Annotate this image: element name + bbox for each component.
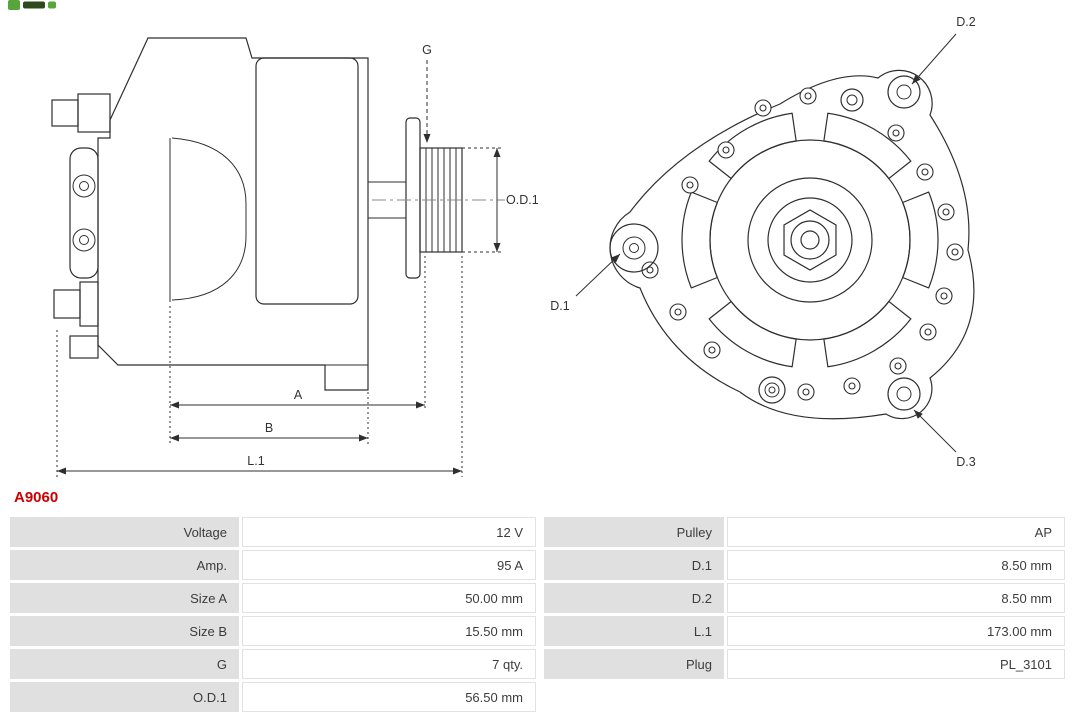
spec-value-cell: 95 A: [242, 550, 536, 580]
spec-value-cell: 173.00 mm: [727, 616, 1065, 646]
dim-label-d2: D.2: [956, 15, 976, 29]
dim-label-d3: D.3: [956, 455, 976, 469]
side-view: [51, 37, 505, 391]
boss-d2: [887, 75, 921, 109]
spec-table-right: Pulley AP D.1 8.50 mm D.2 8.50 mm L.1 17…: [544, 517, 1065, 712]
spec-label-cell: Voltage: [10, 517, 239, 547]
dim-label-l1: L.1: [247, 454, 264, 468]
spec-label-cell: Pulley: [544, 517, 724, 547]
logo-green-square: [8, 0, 20, 10]
dim-label-a: A: [294, 388, 303, 402]
pulley-plate: [405, 117, 421, 279]
dim-label-b: B: [265, 421, 273, 435]
spec-label-cell: Plug: [544, 649, 724, 679]
spec-label-cell: L.1: [544, 616, 724, 646]
spec-label-cell: Size B: [10, 616, 239, 646]
boss-d1: [609, 223, 659, 273]
spec-label-cell: D.2: [544, 583, 724, 613]
spec-table-left: Voltage 12 V Amp. 95 A Size A 50.00 mm S…: [10, 517, 536, 712]
stud-foot: [69, 335, 99, 359]
side-view-dimensions: G O.D.1 A B L.1: [56, 43, 539, 477]
spec-label-cell: Amp.: [10, 550, 239, 580]
rear-view-dimensions: D.2 D.1 D.3: [550, 15, 976, 469]
dim-label-d1: D.1: [550, 299, 570, 313]
spec-value-cell: 7 qty.: [242, 649, 536, 679]
spec-value-cell: PL_3101: [727, 649, 1065, 679]
spec-label-cell: D.1: [544, 550, 724, 580]
alternator-drawing: G O.D.1 A B L.1: [51, 15, 976, 477]
spec-value-cell: AP: [727, 517, 1065, 547]
pulley-grooves: [419, 147, 463, 253]
boss-d3: [887, 377, 921, 411]
spec-value-cell: 8.50 mm: [727, 583, 1065, 613]
dim-label-g: G: [422, 43, 432, 57]
spec-label-cell: G: [10, 649, 239, 679]
part-number-link[interactable]: A9060: [14, 489, 59, 506]
spec-label-cell: O.D.1: [10, 682, 239, 712]
dim-label-od1: O.D.1: [506, 193, 539, 207]
stud-bottom: [53, 289, 81, 319]
spec-value-cell: 12 V: [242, 517, 536, 547]
spec-value-cell: 56.50 mm: [242, 682, 536, 712]
spec-value-cell: 15.50 mm: [242, 616, 536, 646]
brand-logo: [8, 0, 56, 10]
spec-value-cell: 50.00 mm: [242, 583, 536, 613]
shaft-nut: [783, 209, 837, 271]
logo-accent: [48, 1, 56, 9]
logo-wordmark: [23, 1, 45, 9]
stud-top: [51, 99, 79, 127]
spec-tables: Voltage 12 V Amp. 95 A Size A 50.00 mm S…: [10, 517, 1065, 712]
spec-label-cell: Size A: [10, 583, 239, 613]
rear-view: [609, 69, 975, 420]
spec-value-cell: 8.50 mm: [727, 550, 1065, 580]
